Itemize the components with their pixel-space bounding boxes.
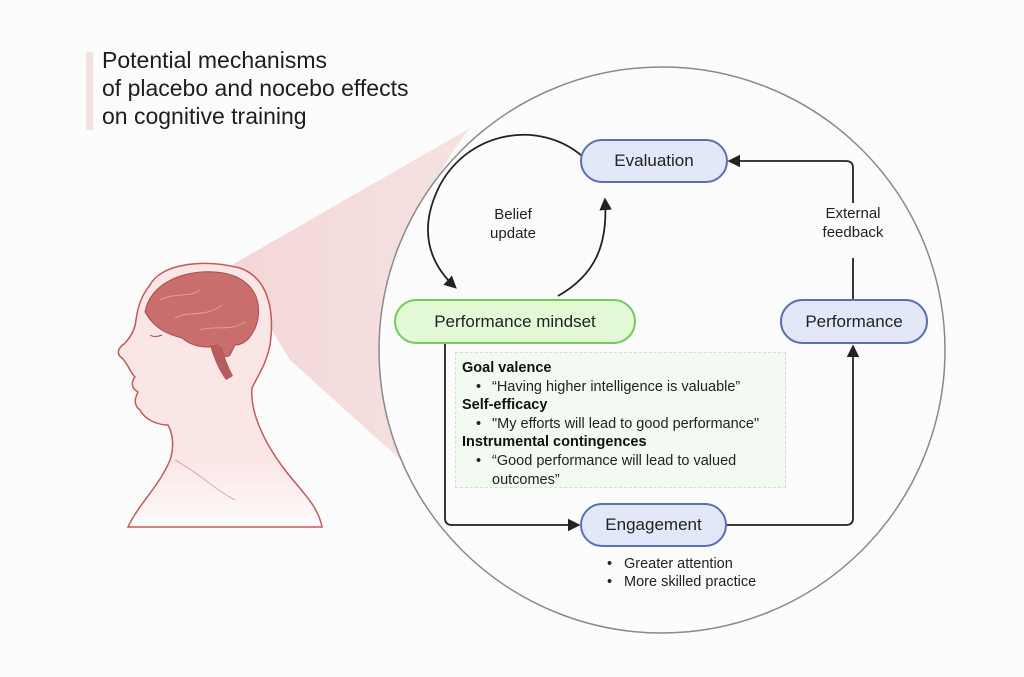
label-line: update	[490, 225, 536, 242]
external-feedback-label: External feedback	[808, 204, 898, 242]
bullet-text: “Having higher intelligence is valuable”	[492, 378, 741, 395]
list-item: • More skilled practice	[607, 573, 756, 591]
component-bullet: • “Good performance will lead to valued	[462, 452, 779, 471]
node-performance-mindset[interactable]: Performance mindset	[394, 299, 636, 344]
bullet-icon: •	[607, 556, 613, 572]
node-performance[interactable]: Performance	[780, 299, 928, 344]
bullet-text: “Good performance will lead to valued	[492, 452, 737, 469]
engagement-outcomes-list: • Greater attention • More skilled practic…	[607, 555, 756, 591]
component-heading: Self-efficacy	[462, 397, 548, 414]
title-accent-bar	[86, 52, 93, 130]
engagement-to-performance-arrow	[727, 344, 860, 526]
bullet-icon: •	[607, 574, 613, 590]
human-head-with-brain-icon	[117, 262, 323, 528]
component-bullet: • “Having higher intelligence is valuable…	[462, 378, 779, 397]
node-evaluation[interactable]: Evaluation	[580, 139, 728, 183]
node-engagement[interactable]: Engagement	[580, 503, 727, 547]
figure-title: Potential mechanisms of placebo and noce…	[102, 46, 408, 130]
component-bullet-continuation: outcomes”	[462, 471, 779, 490]
external-feedback-arrow	[730, 161, 854, 300]
belief-update-arrow-down	[427, 134, 583, 289]
belief-update-label: Belief update	[478, 205, 548, 243]
bullet-spacer	[476, 471, 492, 490]
mindset-components-box: Goal valence • “Having higher intelligenc…	[455, 352, 786, 488]
list-item-text: Greater attention	[624, 556, 733, 572]
label-line: feedback	[822, 224, 884, 241]
title-line: of placebo and nocebo effects	[102, 75, 409, 101]
mindset-to-engagement-arrow	[444, 343, 581, 532]
bullet-text: outcomes”	[492, 471, 560, 488]
label-line: External	[825, 205, 881, 222]
list-item-text: More skilled practice	[624, 574, 757, 590]
list-item: • Greater attention	[607, 555, 756, 573]
bullet-icon: •	[476, 415, 482, 432]
zoom-circle	[378, 66, 946, 634]
component-bullet: • "My efforts will lead to good performan…	[462, 415, 779, 434]
bullet-icon: •	[476, 452, 482, 469]
component-heading: Instrumental contingences	[462, 434, 647, 451]
title-line: on cognitive training	[102, 103, 307, 129]
title-line: Potential mechanisms	[102, 47, 327, 73]
bullet-text: "My efforts will lead to good performanc…	[492, 415, 760, 432]
bullet-icon: •	[476, 378, 482, 395]
component-heading: Goal valence	[462, 360, 552, 376]
label-line: Belief	[494, 206, 532, 223]
belief-update-arrow-up	[557, 197, 612, 297]
